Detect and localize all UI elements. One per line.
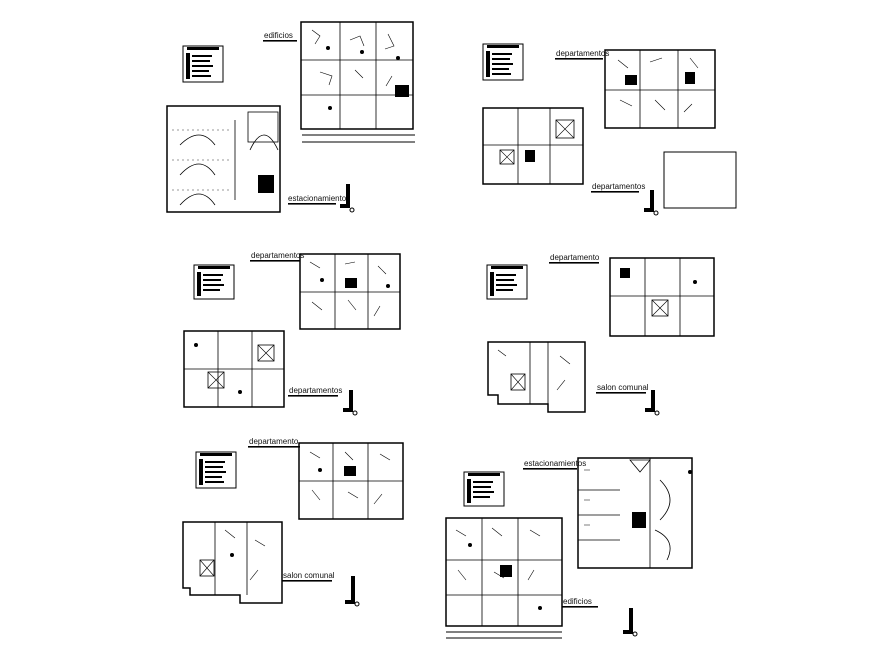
title-label-1: edificios (263, 31, 297, 42)
scale-marker (644, 190, 659, 216)
label-text: departamento (249, 437, 299, 446)
panel-5: departamento salon comunal (182, 437, 404, 607)
legend-table (193, 264, 235, 300)
legend-table (482, 43, 524, 81)
floor-plan-departamento (298, 442, 404, 520)
floor-plan-departamentos-upper (604, 49, 716, 129)
floor-plan-salon-comunal (182, 521, 283, 604)
label-text: departamentos (289, 386, 342, 395)
floor-plan-salon-comunal (487, 341, 586, 413)
legend-table (182, 45, 224, 83)
title-label-1: departamentos (250, 251, 304, 262)
floor-plan-departamento (609, 257, 715, 337)
panel-4: departamento salon comunal (486, 253, 715, 416)
panel-6: estacionamientos edificios (445, 457, 693, 639)
legend-table (486, 264, 528, 300)
label-text: departamentos (592, 182, 645, 191)
floor-plan-departamentos-lower (183, 330, 285, 408)
floor-plan-estacionamientos (166, 105, 281, 213)
scale-marker (345, 576, 360, 607)
floor-plan-departamentos-lower (482, 107, 584, 185)
label-text: departamento (550, 253, 600, 262)
label-text: departamentos (251, 251, 304, 260)
title-label-2: departamentos (591, 182, 645, 193)
scale-marker (340, 184, 355, 213)
label-text: salon comunal (597, 383, 649, 392)
scale-marker (343, 390, 358, 416)
label-text: estacionamientos (524, 459, 586, 468)
title-label-2: departamentos (288, 386, 342, 397)
label-text: salon comunal (283, 571, 335, 580)
title-label-1: estacionamientos (523, 459, 586, 470)
panel-1: edificios estacionamientos (166, 21, 415, 213)
title-label-2: edificios (562, 597, 598, 608)
scale-marker (645, 390, 660, 416)
legend-table (463, 471, 505, 507)
panel-3: departamentos departamentos (183, 251, 401, 416)
floor-plan-departamentos-upper (299, 253, 401, 330)
label-text: edificios (264, 31, 293, 40)
floor-plan-edificios (300, 21, 415, 143)
floor-plan-edificios (445, 517, 563, 639)
title-label-1: departamentos (555, 49, 609, 60)
label-text: edificios (563, 597, 592, 606)
title-label-2: salon comunal (282, 571, 335, 582)
panel-2: departamentos departamentos (482, 43, 737, 216)
blank-frame (663, 151, 737, 209)
label-text: departamentos (556, 49, 609, 58)
floor-plan-estacionamientos (577, 457, 693, 569)
title-label-2: salon comunal (596, 383, 649, 394)
legend-table (195, 451, 237, 489)
scale-marker (623, 608, 638, 637)
title-label-2: estacionamientos (288, 194, 350, 205)
label-text: estacionamientos (288, 194, 350, 203)
title-label-1: departamento (248, 437, 300, 448)
title-label-1: departamento (549, 253, 600, 264)
